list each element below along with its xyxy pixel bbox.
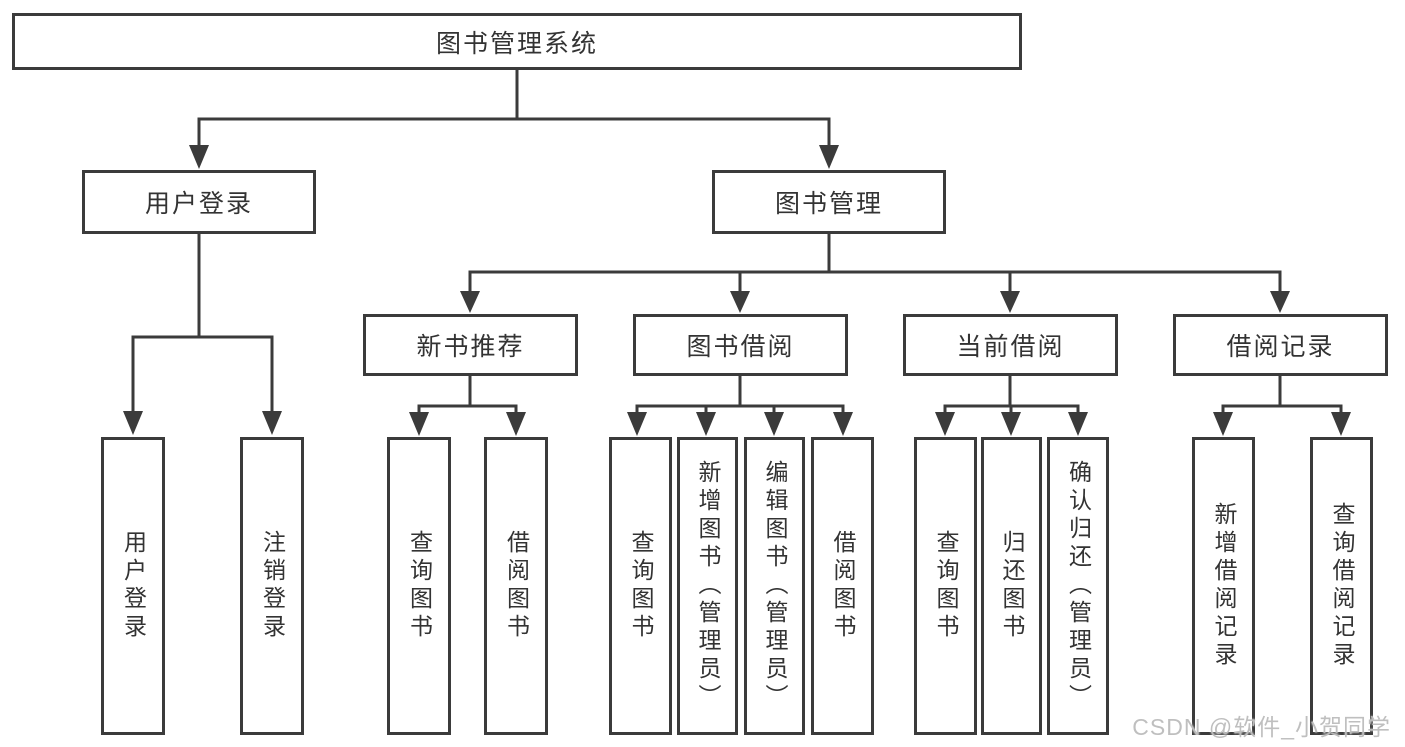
- node-current-borrowing: 当前借阅: [903, 314, 1118, 376]
- node-label: 用户登录: [144, 190, 253, 218]
- node-label: 确认归还（管理员）: [1065, 460, 1092, 712]
- leaf-borrow-books-borrowing: 借阅图书: [811, 437, 874, 735]
- leaf-user-login: 用户登录: [101, 437, 165, 735]
- node-label: 借阅记录: [1226, 333, 1335, 361]
- node-label: 新增图书（管理员）: [695, 460, 721, 712]
- node-root-library-management-system: 图书管理系统: [12, 13, 1022, 70]
- leaf-add-books-admin: 新增图书（管理员）: [677, 437, 738, 735]
- node-label: 借阅图书: [503, 530, 530, 642]
- leaf-query-borrow-record: 查询借阅记录: [1310, 437, 1373, 735]
- node-book-borrowing: 图书借阅: [633, 314, 848, 376]
- node-new-book-recommendation: 新书推荐: [363, 314, 578, 376]
- leaf-logout: 注销登录: [240, 437, 304, 735]
- node-label: 查询图书: [406, 530, 433, 642]
- node-label: 注销登录: [259, 530, 286, 642]
- node-label: 编辑图书（管理员）: [762, 460, 788, 712]
- leaf-return-books: 归还图书: [981, 437, 1042, 735]
- leaf-query-books-borrowing: 查询图书: [609, 437, 672, 735]
- node-label: 查询图书: [628, 530, 654, 642]
- leaf-query-books-current: 查询图书: [914, 437, 977, 735]
- leaf-borrow-books-recommend: 借阅图书: [484, 437, 548, 735]
- leaf-add-borrow-record: 新增借阅记录: [1192, 437, 1255, 735]
- node-label: 当前借阅: [956, 333, 1065, 361]
- node-label: 新书推荐: [416, 333, 525, 361]
- node-label: 新增借阅记录: [1211, 502, 1237, 670]
- leaf-edit-books-admin: 编辑图书（管理员）: [744, 437, 805, 735]
- node-label: 图书管理系统: [435, 29, 598, 58]
- node-label: 查询图书: [933, 530, 959, 642]
- node-borrowing-records: 借阅记录: [1173, 314, 1388, 376]
- node-label: 查询借阅记录: [1329, 502, 1355, 670]
- leaf-query-books-recommend: 查询图书: [387, 437, 451, 735]
- node-label: 借阅图书: [830, 530, 856, 642]
- node-user-login: 用户登录: [82, 170, 316, 234]
- node-label: 归还图书: [999, 530, 1025, 642]
- node-label: 图书借阅: [686, 333, 795, 361]
- node-book-management: 图书管理: [712, 170, 946, 234]
- leaf-confirm-return-admin: 确认归还（管理员）: [1047, 437, 1109, 735]
- watermark: CSDN @软件_小贺同学: [1132, 714, 1391, 740]
- node-label: 用户登录: [120, 530, 147, 642]
- node-label: 图书管理: [774, 190, 883, 218]
